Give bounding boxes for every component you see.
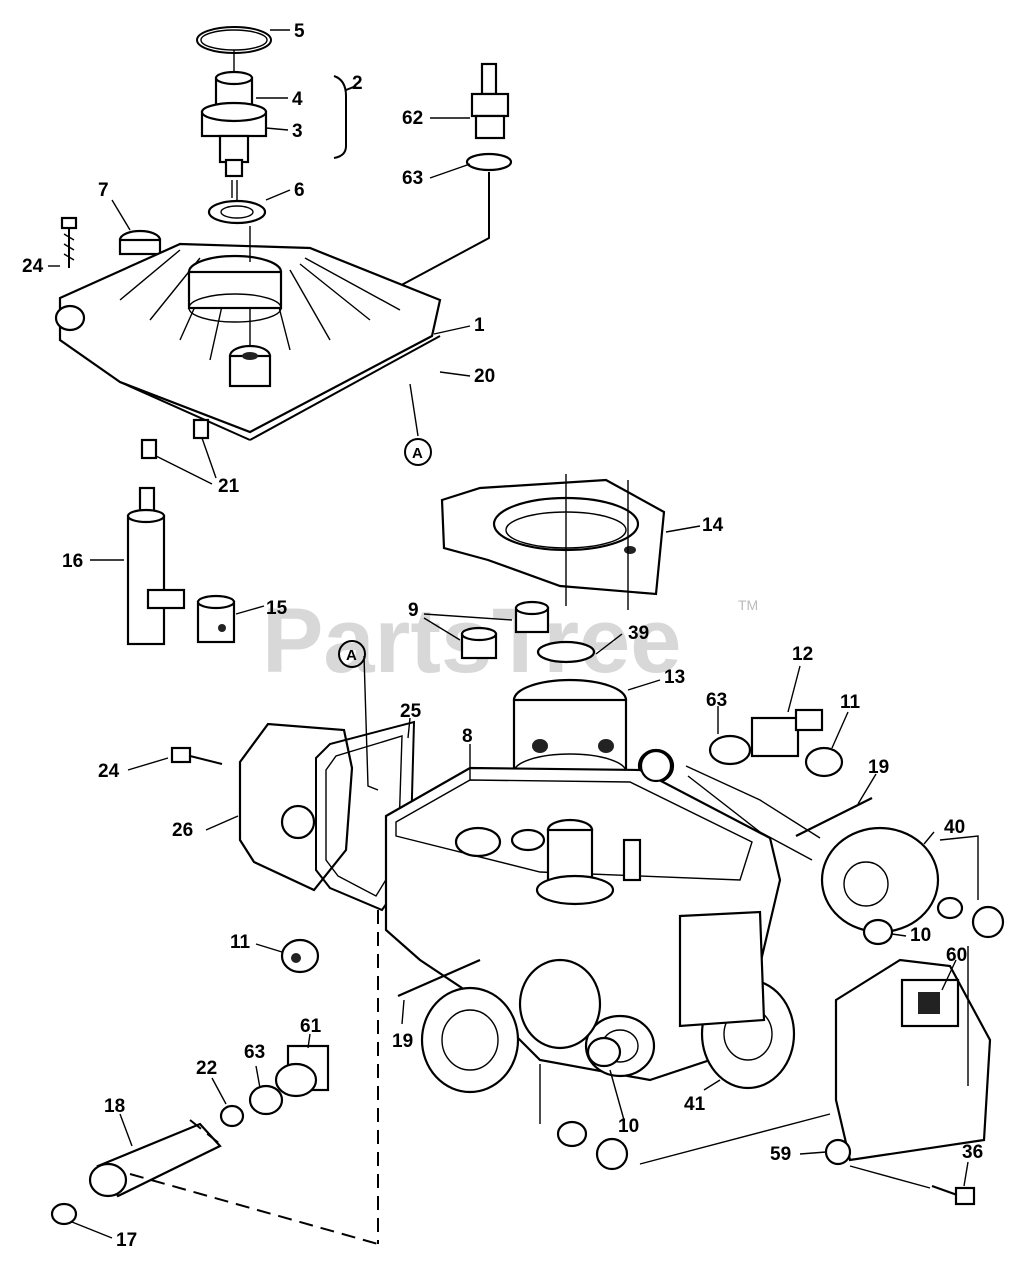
callout-19-upper: 19: [868, 757, 889, 778]
callout-24-mid: 24: [98, 761, 120, 782]
watermark-trademark: TM: [738, 597, 758, 613]
callout-60: 60: [946, 945, 967, 966]
part-22-oring: [219, 1104, 245, 1128]
callout-19-lower: 19: [392, 1031, 413, 1052]
callout-11-lower: 11: [230, 932, 251, 953]
callout-9: 9: [408, 600, 419, 621]
callout-5: 5: [294, 21, 305, 42]
callout-16: 16: [62, 551, 83, 572]
callout-6: 6: [294, 180, 305, 201]
part-4-input-shaft: [200, 50, 268, 178]
callout-4: 4: [292, 89, 303, 110]
leader-connectors: [129, 180, 979, 1245]
callout-26: 26: [172, 820, 193, 841]
callout-61: 61: [300, 1016, 322, 1037]
callout-17: 17: [116, 1230, 137, 1251]
callout-63-lower: 63: [244, 1042, 265, 1063]
callout-39: 39: [628, 623, 649, 644]
part-12-fitting: [708, 708, 824, 766]
part-24-bolt-upper: [60, 216, 78, 268]
callout-2: 2: [352, 73, 363, 94]
ref-marker-a-mid: A: [346, 647, 357, 664]
part-17-clip: [50, 1202, 78, 1226]
part-59-plug: [556, 1120, 852, 1166]
callout-62: 62: [402, 108, 423, 129]
part-7-bushing: [118, 229, 162, 256]
check-balls: [595, 749, 1005, 1171]
part-6-seal: [207, 180, 267, 225]
part-36-bolt: [931, 1184, 976, 1206]
callout-10-right: 10: [910, 925, 931, 946]
callout-15: 15: [266, 598, 288, 619]
callout-36: 36: [962, 1142, 983, 1163]
callout-7: 7: [98, 180, 109, 201]
callout-3: 3: [292, 121, 303, 142]
callout-40: 40: [944, 817, 965, 838]
reference-markers: A A: [338, 383, 432, 668]
part-9-pistons: [460, 600, 550, 660]
part-11-plug-upper: [804, 746, 844, 778]
part-19-rod: [397, 797, 873, 998]
part-5-retaining-ring: [196, 26, 272, 54]
callout-11-upper: 11: [840, 692, 861, 713]
part-10-oring: [586, 918, 894, 1068]
callout-18: 18: [104, 1096, 125, 1117]
callout-1: 1: [474, 315, 485, 336]
callout-21: 21: [218, 476, 240, 497]
part-62-fitting: [261, 62, 513, 361]
callout-63-mid: 63: [706, 690, 727, 711]
callout-13: 13: [664, 667, 685, 688]
part-21-dowel-pins: [140, 418, 210, 460]
part-63-oring-lower: [248, 1084, 284, 1116]
callout-41: 41: [684, 1094, 706, 1115]
part-15-pin: [196, 594, 236, 644]
part-16-control-shaft: [126, 486, 186, 646]
callout-59: 59: [770, 1144, 791, 1165]
part-14-swashplate-housing: [440, 474, 666, 610]
part-8-housing: [384, 766, 796, 1094]
part-18-shaft: [88, 1122, 222, 1198]
callout-24-top: 24: [22, 256, 44, 277]
part-26-cover: [238, 722, 354, 892]
callout-8: 8: [462, 726, 473, 747]
callout-63-top: 63: [402, 168, 423, 189]
part-61-fitting: [274, 1044, 330, 1098]
callout-labels: 5 2 4 3 62 63 6 7 24 1 20 21 14 16 15: [22, 21, 983, 1251]
callout-10-lower: 10: [618, 1116, 639, 1137]
callout-20: 20: [474, 366, 495, 387]
ref-marker-a-top: A: [412, 445, 423, 462]
callout-12: 12: [792, 644, 813, 665]
callout-22: 22: [196, 1058, 217, 1079]
part-60-valve-body: [834, 958, 992, 1162]
callout-25: 25: [400, 701, 422, 722]
part-40-center-section: [820, 826, 964, 934]
part-1-housing-cover: [54, 242, 442, 441]
part-39-thrust-washer: [536, 640, 596, 664]
part-11-plug-lower: [280, 938, 320, 974]
callout-14: 14: [702, 515, 724, 536]
